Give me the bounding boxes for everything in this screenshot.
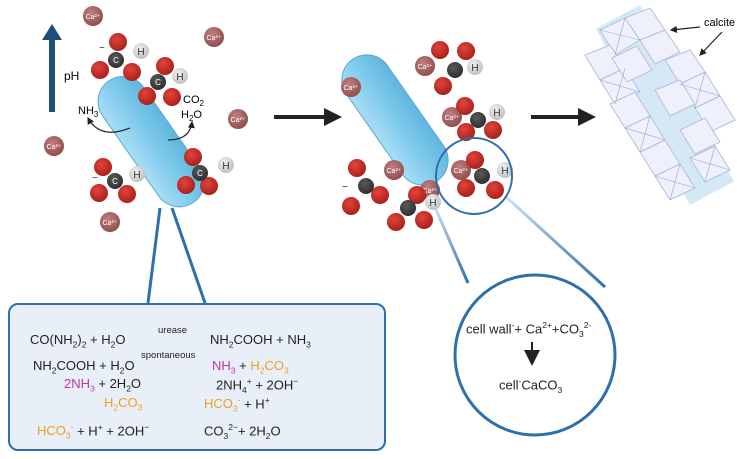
calcite-label: calcite <box>704 17 735 29</box>
r1-condition: urease <box>158 325 188 336</box>
svg-text:Ca²⁺: Ca²⁺ <box>86 14 101 21</box>
ca-ions-panel1: Ca²⁺ Ca²⁺ Ca²⁺ Ca²⁺ Ca²⁺ <box>44 6 248 232</box>
svg-text:C: C <box>113 56 119 65</box>
carbonate-molecule: H C − <box>90 158 145 203</box>
svg-text:C: C <box>155 78 161 87</box>
r1-right: NH2COOH + NH3 <box>210 332 311 350</box>
svg-text:Ca²⁺: Ca²⁺ <box>207 35 222 42</box>
calcite-pointer-2 <box>699 31 723 56</box>
reaction-box <box>8 303 386 451</box>
bicarbonate-molecule: H C <box>177 148 234 195</box>
svg-text:C: C <box>197 169 203 178</box>
svg-text:H: H <box>222 161 229 172</box>
svg-text:H: H <box>133 170 140 181</box>
svg-text:Ca²⁺: Ca²⁺ <box>103 220 118 227</box>
r2-condition: spontaneous <box>141 350 196 361</box>
svg-text:H: H <box>471 63 478 74</box>
zoom-source-ring <box>435 137 513 215</box>
r5-right: CO32−+ 2H2O <box>204 422 281 441</box>
r2-left: NH2COOH + H2O <box>33 358 135 376</box>
carbonate-molecule: H C − <box>91 33 149 81</box>
r3-left: 2NH3 + 2H2O <box>64 376 142 394</box>
svg-text:−: − <box>92 173 98 184</box>
nh3-arrow <box>87 116 131 133</box>
bicarbonate-molecule: H C <box>138 57 188 106</box>
bicarbonate-molecule: H <box>431 41 483 95</box>
svg-text:Ca²⁺: Ca²⁺ <box>231 117 246 124</box>
nh3-label: NH3 <box>78 105 99 119</box>
svg-text:Ca²⁺: Ca²⁺ <box>47 144 62 151</box>
zoom-equation-line1: cell wall-+ Ca2++CO32- <box>466 320 592 339</box>
svg-text:C: C <box>112 177 118 186</box>
bicarbonate-molecule: H <box>456 97 505 141</box>
ph-arrowhead <box>42 24 62 40</box>
ph-label: pH <box>64 69 79 83</box>
bacterium-1 <box>97 75 205 208</box>
svg-text:Ca²⁺: Ca²⁺ <box>387 168 402 175</box>
co2-label: CO2 <box>183 94 205 108</box>
calcite-crystal <box>584 4 736 206</box>
r4-right: HCO3- + H+ <box>204 395 270 414</box>
co2-arrow <box>167 120 195 141</box>
svg-text:H: H <box>137 47 144 58</box>
bacterium-2 <box>341 54 449 186</box>
zoom-line-left <box>146 207 162 304</box>
r5-left: HCO3- + H+ + 2OH− <box>37 422 150 441</box>
svg-text:H: H <box>493 108 500 119</box>
ca-ions-panel2: Ca²⁺ Ca²⁺ Ca²⁺ Ca²⁺ Ca²⁺ Ca²⁺ <box>341 56 471 200</box>
zoom-line-right <box>170 207 207 304</box>
zoom-circle <box>453 273 617 437</box>
calcite-pointer-1 <box>669 25 701 33</box>
carbonate-molecule: − <box>342 159 389 215</box>
zoom-cone-right <box>503 194 607 289</box>
process-arrowhead-2 <box>578 108 596 126</box>
svg-text:−: − <box>342 182 348 193</box>
svg-text:Ca²⁺: Ca²⁺ <box>423 188 438 195</box>
svg-text:H: H <box>429 198 436 209</box>
svg-text:H: H <box>501 166 508 177</box>
svg-text:Ca²⁺: Ca²⁺ <box>445 115 460 122</box>
process-arrowhead-1 <box>324 108 342 126</box>
svg-text:Ca²⁺: Ca²⁺ <box>418 64 433 71</box>
zoom-equation-line2: cell-CaCO3 <box>499 376 563 395</box>
r4-left: H2CO3 <box>104 395 143 413</box>
r2-right: NH3 + H2CO3 <box>212 358 289 376</box>
bicarbonate-molecule: H <box>387 186 441 231</box>
svg-text:−: − <box>99 43 105 54</box>
bicarbonate-molecule: H <box>457 151 513 199</box>
r1-left: CO(NH2)2 + H2O <box>30 332 126 350</box>
zoom-cone-left <box>432 204 470 284</box>
svg-text:H: H <box>176 72 183 83</box>
r3-right: 2NH4+ + 2OH− <box>216 376 299 395</box>
svg-text:Ca²⁺: Ca²⁺ <box>454 168 469 175</box>
svg-text:Ca²⁺: Ca²⁺ <box>344 85 359 92</box>
h2o-label: H2O <box>181 109 202 123</box>
